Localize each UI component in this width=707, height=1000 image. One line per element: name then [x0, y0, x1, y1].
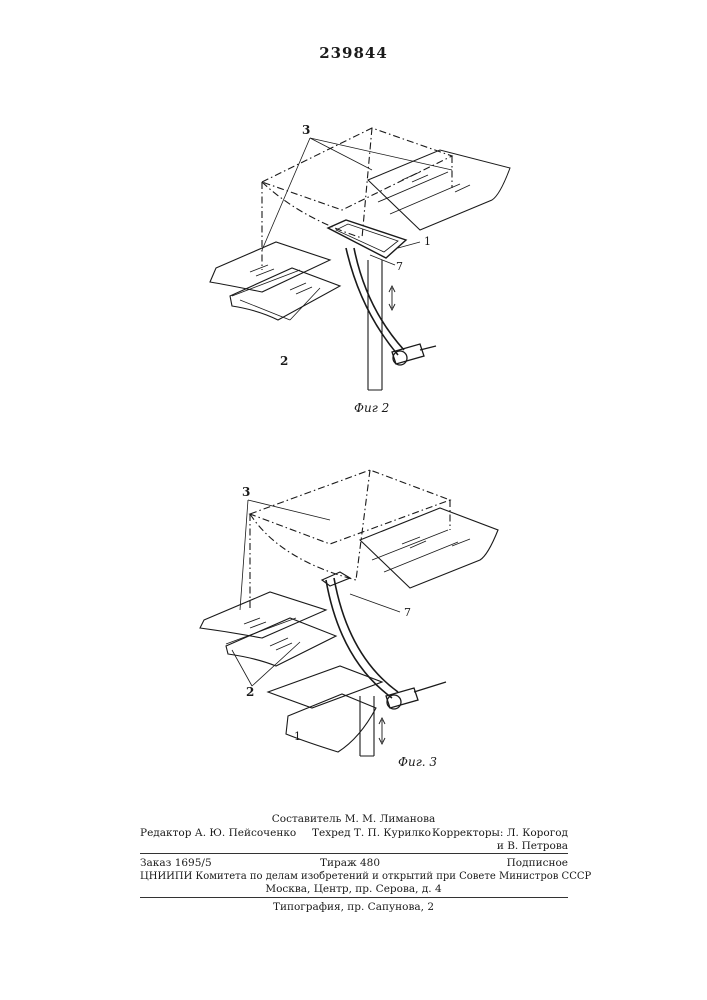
left-sheet-gap [226, 618, 296, 644]
correctors-line: Корректоры: Л. Корогод [420, 827, 568, 840]
frame-1-lower [286, 694, 376, 752]
correctors-line-2: и В. Петрова [420, 840, 568, 853]
fig2-label-1: 1 [424, 235, 431, 248]
fig3-caption: Фиг. 3 [398, 755, 437, 769]
institute-line: ЦНИИПИ Комитета по делам изобретений и о… [140, 870, 568, 883]
box-front-curve [262, 182, 362, 238]
figure-2-drawing: 3 2 1 7 Фиг 2 [0, 110, 707, 430]
box-inner-edge [356, 470, 370, 580]
editor-line: Редактор А. Ю. Пейсоченко [140, 827, 296, 840]
left-sheet-upper [200, 592, 326, 638]
fig3-label-7: 7 [404, 606, 411, 619]
fig2-label-2: 2 [280, 354, 288, 368]
patent-number: 239844 [0, 44, 707, 62]
right-sheet-slot [378, 172, 460, 214]
valve-stem [420, 346, 436, 350]
frame-1 [328, 220, 406, 258]
printer-line: Типография, пр. Сапунова, 2 [0, 901, 707, 914]
valve-stem [414, 682, 446, 692]
support-rod [368, 260, 382, 390]
box-top-face [250, 470, 450, 544]
techred-line: Техред Т. П. Курилко [312, 827, 431, 840]
fig3-label-1: 1 [294, 730, 301, 743]
left-sheet-gap [232, 270, 300, 296]
circulation: Тираж 480 [320, 857, 380, 870]
right-sheet-slot [372, 530, 458, 572]
fig2-caption: Фиг 2 [354, 401, 389, 415]
right-sheet [360, 508, 498, 588]
left-sheet-upper [210, 242, 330, 292]
tube-outer [326, 580, 392, 698]
fig3-label-2: 2 [246, 685, 254, 699]
figure-3-drawing: 3 2 1 7 Фиг. 3 [0, 460, 707, 780]
fig3-label-3: 3 [242, 485, 250, 499]
box-front-curve [250, 514, 356, 580]
support-rod [360, 696, 374, 756]
tube-inner [334, 578, 398, 692]
box-top-face [262, 128, 452, 210]
colophon-divider [140, 853, 568, 854]
order-number: Заказ 1695/5 [140, 857, 212, 870]
left-sheet-lower [226, 618, 336, 666]
colophon-divider-bottom [140, 897, 568, 898]
address-line: Москва, Центр, пр. Серова, д. 4 [0, 883, 707, 896]
fig2-label-7: 7 [396, 260, 403, 273]
subscription: Подписное [440, 857, 568, 870]
fig2-label-3: 3 [302, 123, 310, 137]
compiler-line: Составитель М. М. Лиманова [0, 813, 707, 826]
